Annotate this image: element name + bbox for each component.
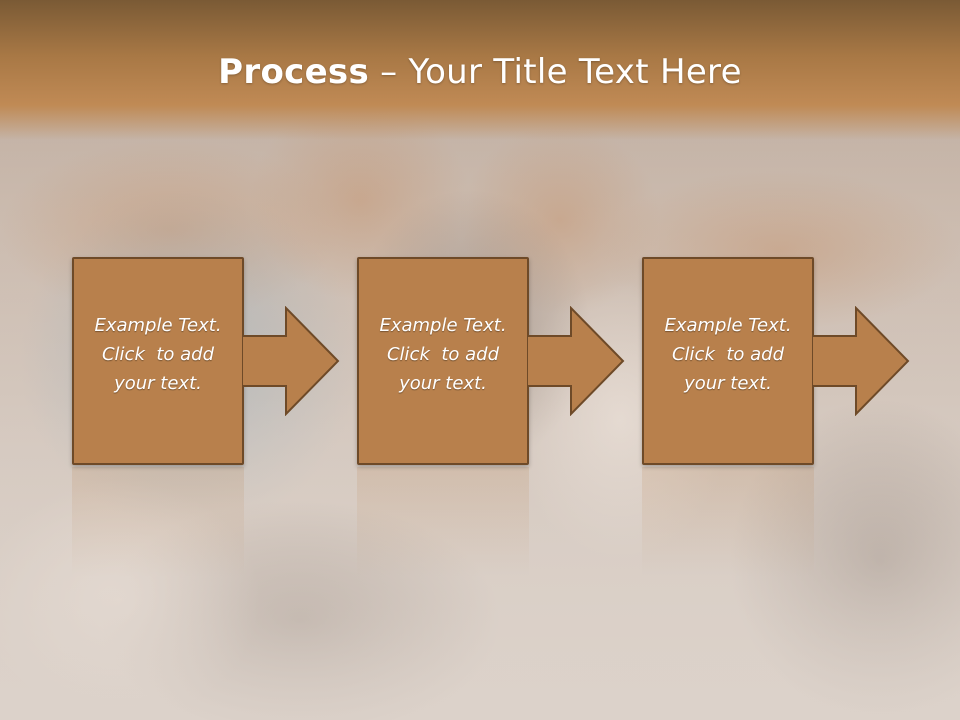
arrow-right-icon (812, 306, 910, 416)
step-reflection (357, 467, 529, 577)
arrow-right-icon (242, 306, 340, 416)
arrow-right-icon (527, 306, 625, 416)
slide-title[interactable]: Process – Your Title Text Here (0, 52, 960, 92)
title-bold: Process (218, 52, 370, 92)
step-reflection (72, 467, 244, 577)
title-rest: – Your Title Text Here (369, 52, 742, 92)
title-banner (0, 0, 960, 140)
step-reflection (642, 467, 814, 577)
